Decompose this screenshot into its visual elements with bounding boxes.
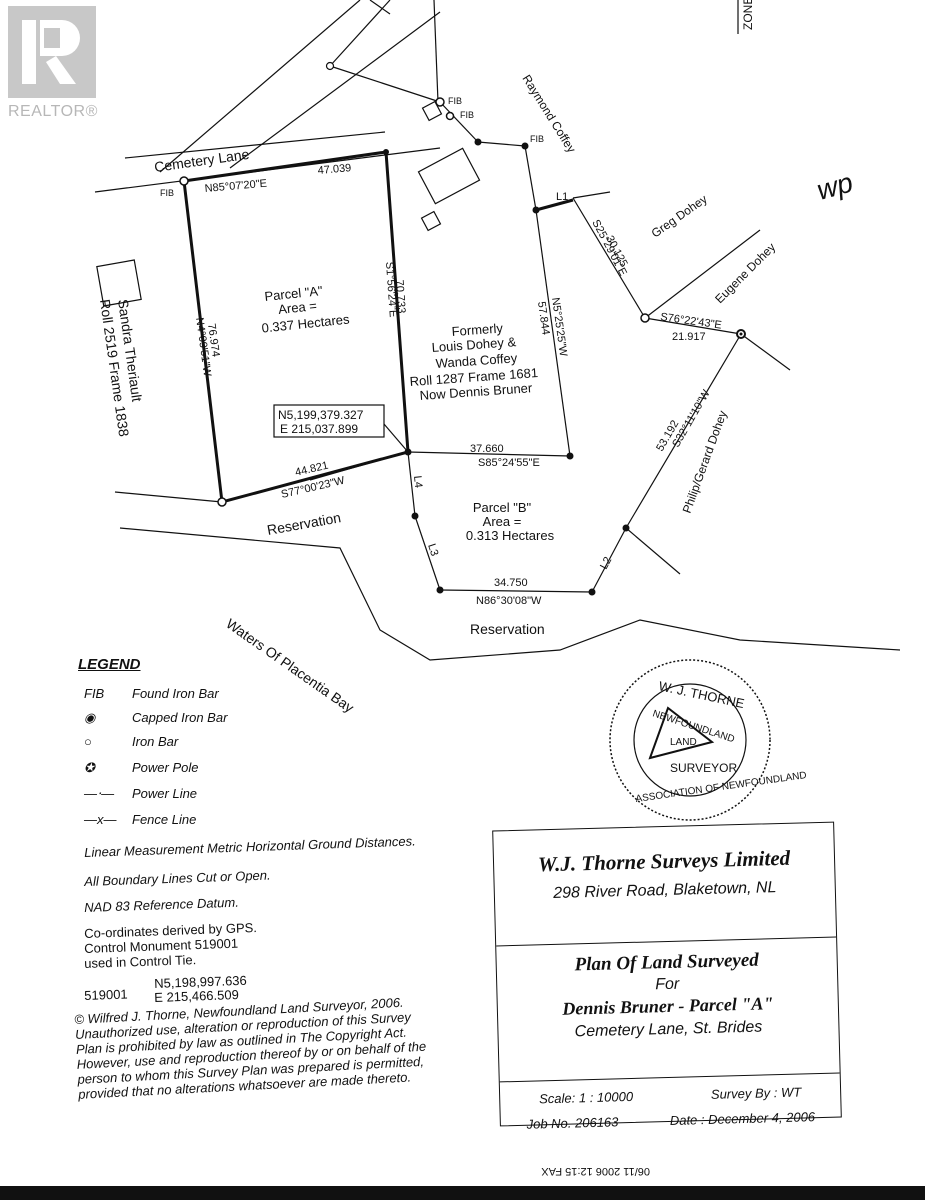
building-shed (420, 210, 442, 232)
parcel-b-north-line (407, 451, 571, 457)
iron-bar-icon: ○ (84, 734, 92, 749)
parcel-b-label: Parcel "B" Area = 0.313 Hectares (466, 500, 555, 543)
survey-by: Survey By : WT (710, 1084, 802, 1102)
parcel-b-south-line (439, 589, 593, 593)
job-number: Job No. 206163 (526, 1114, 619, 1132)
svg-text:S76°22'43"E: S76°22'43"E (660, 311, 723, 331)
svg-text:57.844: 57.844 (535, 301, 552, 336)
svg-text:S85°24'55"E: S85°24'55"E (478, 457, 540, 469)
surveyor-seal: W. J. THORNE NEWFOUNDLAND LAND SURVEYOR … (609, 659, 807, 821)
legend-item: ✪Power Pole (84, 760, 199, 775)
title-block: W.J. Thorne Surveys Limited 298 River Ro… (492, 821, 842, 1132)
company-name: W.J. Thorne Surveys Limited (537, 845, 791, 877)
svg-text:Formerly: Formerly (451, 320, 504, 339)
capped-iron-bar-icon: ◉ (84, 710, 96, 725)
line-21-917 (644, 317, 742, 335)
reservation-label-bottom: Reservation (470, 621, 545, 637)
legend-item: ○Iron Bar (84, 734, 179, 749)
realtor-watermark: REALTOR® (0, 0, 110, 130)
svg-text:21.917: 21.917 (672, 331, 706, 343)
eugene-label: Eugene Dohey (712, 240, 778, 306)
building-sandra (96, 259, 142, 307)
legend-item: ◉Capped Iron Bar (84, 710, 228, 725)
svg-text:S25°29'01"E: S25°29'01"E (589, 218, 629, 278)
svg-text:Louis Dohey &: Louis Dohey & (431, 334, 517, 355)
fib-label: FIB (530, 134, 544, 144)
coordinate-e: E 215,037.899 (280, 422, 358, 436)
coordinate-box (273, 404, 385, 438)
power-pole-icon: ✪ (84, 760, 95, 775)
monument-e: E 215,466.509 (154, 987, 240, 1005)
line-30-125 (572, 197, 646, 319)
svg-text:LAND: LAND (670, 737, 697, 748)
svg-text:70.733: 70.733 (393, 279, 407, 313)
svg-text:L4: L4 (411, 475, 424, 488)
diagonal-road-line (159, 0, 361, 173)
svg-text:Area =: Area = (483, 514, 522, 529)
svg-text:W. J. THORNE: W. J. THORNE (657, 678, 746, 711)
fib-symbol: FIB (84, 686, 105, 701)
fib-label: FIB (448, 96, 462, 106)
line-57-844 (535, 209, 571, 457)
fax-footer: 06/11 2006 12:15 FAX (541, 1165, 650, 1177)
reservation-label-left: Reservation (266, 509, 342, 538)
svg-text:L2: L2 (598, 555, 614, 571)
iron-bar-markers (179, 61, 746, 596)
realtor-logo-icon (8, 6, 96, 98)
svg-text:L3: L3 (425, 542, 440, 557)
cemetery-lane-edge-north (124, 131, 386, 159)
legend-item: —‧—Power Line (84, 786, 198, 801)
parcel-a-label: Parcel "A" Area = 0.337 Hectares (261, 283, 351, 336)
formerly-block: Formerly Louis Dohey & Wanda Coffey Roll… (409, 320, 538, 403)
svg-text:34.750: 34.750 (494, 577, 528, 589)
svg-text:Area =: Area = (278, 298, 318, 317)
building-main (417, 147, 481, 205)
power-line-icon: —‧— (84, 786, 115, 801)
svg-text:0.337 Hectares: 0.337 Hectares (261, 311, 351, 335)
waters-label: Waters Of Placentia Bay (223, 615, 357, 715)
monument-id: 519001 (84, 986, 128, 1003)
fence-line-icon: —x— (84, 812, 117, 827)
location: Cemetery Lane, St. Brides (574, 1018, 763, 1041)
realtor-watermark-text: REALTOR® (8, 103, 98, 120)
fib-label: FIB (160, 188, 174, 198)
svg-text:47.039: 47.039 (317, 162, 352, 177)
svg-text:Parcel "A": Parcel "A" (264, 283, 324, 304)
signature: wp (814, 167, 857, 206)
svg-text:37.660: 37.660 (470, 443, 504, 455)
raymond-label: Raymond Coffey (519, 72, 578, 155)
svg-text:N86°30'08"W: N86°30'08"W (476, 595, 542, 607)
legend-title: LEGEND (78, 656, 141, 673)
scale: Scale: 1 : 10000 (538, 1088, 634, 1107)
svg-text:76.974: 76.974 (205, 323, 222, 358)
svg-text:L1: L1 (556, 191, 568, 203)
line-l1 (535, 198, 574, 212)
zone-label: ZONE (741, 0, 755, 30)
svg-text:N85°07'20"E: N85°07'20"E (204, 178, 267, 195)
svg-text:S1°56'24"E: S1°56'24"E (383, 261, 399, 317)
copyright-notice: © Wilfred J. Thorne, Newfoundland Land S… (74, 994, 427, 1102)
company-address: 298 River Road, Blaketown, NL (553, 879, 777, 902)
line-53-192 (625, 333, 742, 529)
svg-text:Parcel "B": Parcel "B" (473, 500, 532, 515)
legend-item: —x—Fence Line (84, 812, 197, 827)
fib-label: FIB (460, 110, 474, 120)
greg-label: Greg Dohey (649, 192, 710, 241)
svg-text:Wanda Coffey: Wanda Coffey (435, 350, 518, 371)
coordinate-n: N5,199,379.327 (278, 408, 364, 422)
shoreline (119, 527, 901, 661)
svg-text:0.313 Hectares: 0.313 Hectares (466, 528, 555, 543)
svg-text:SURVEYOR: SURVEYOR (670, 761, 737, 775)
